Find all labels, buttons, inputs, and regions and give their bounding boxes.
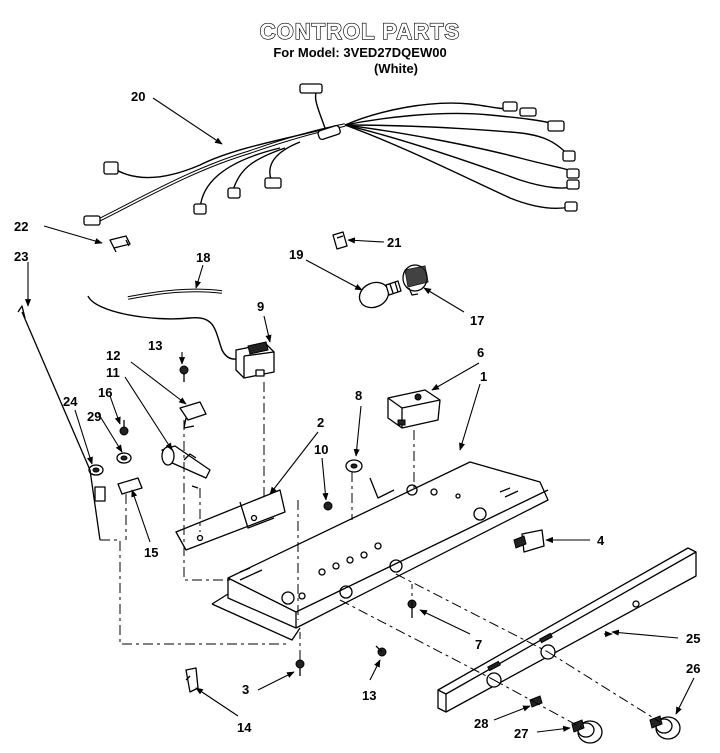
callout-7: 7: [475, 637, 482, 652]
callout-13-upper: 13: [148, 338, 162, 353]
callout-14: 14: [237, 720, 252, 735]
callout-24: 24: [63, 394, 78, 409]
insulating-tube-part-18: [127, 288, 223, 300]
callout-19: 19: [289, 247, 303, 262]
screw-part-13-lower: [375, 645, 387, 657]
callout-28: 28: [474, 716, 488, 731]
callout-17: 17: [470, 313, 484, 328]
rod-bracket-part-15: [117, 477, 143, 495]
light-bulb-part-19: [358, 280, 402, 309]
control-housing-part-1: [211, 461, 549, 641]
callout-20: 20: [131, 89, 145, 104]
callout-1: 1: [480, 369, 487, 384]
callout-22: 22: [14, 219, 28, 234]
washer-part-24: [88, 464, 104, 476]
callout-6: 6: [477, 345, 484, 360]
light-socket-part-17: [402, 264, 429, 296]
callout-10: 10: [314, 442, 328, 457]
callout-13-lower: 13: [362, 688, 376, 703]
callout-8: 8: [355, 388, 362, 403]
screw-part-10: [323, 501, 333, 511]
wire-harness-part-20: [83, 83, 580, 226]
leader-lines: [24, 97, 695, 733]
knob-part-27: [571, 719, 603, 744]
callout-3: 3: [242, 682, 249, 697]
callout-2: 2: [317, 415, 324, 430]
harness-clip-part-22: [109, 235, 131, 253]
control-shaft-part-11: [161, 445, 211, 489]
socket-clip-part-21: [332, 231, 348, 250]
clip-part-28: [529, 695, 543, 708]
callout-11: 11: [106, 365, 120, 380]
clip-part-4: [513, 529, 545, 553]
grommet-part-8: [345, 459, 363, 473]
callout-12: 12: [106, 348, 120, 363]
callout-18: 18: [196, 250, 210, 265]
callout-27: 27: [514, 726, 528, 741]
callout-26: 26: [686, 661, 700, 676]
callout-21: 21: [387, 235, 401, 250]
screw-part-16: [119, 420, 129, 436]
callout-23: 23: [14, 249, 28, 264]
control-rod-part-23: [17, 305, 106, 541]
temperature-control-part-9: [87, 295, 275, 379]
model-line: For Model: 3VED27DQEW00: [273, 45, 446, 60]
control-panel-part-25: [437, 547, 697, 713]
mounting-plate-part-2: [175, 489, 286, 551]
callout-4: 4: [597, 533, 605, 548]
damper-control-part-6: [387, 389, 441, 429]
washer-part-29: [116, 452, 132, 464]
callout-labels: 20 22 23 21 19 18 17 9 13 12 11 16 24 29…: [14, 89, 700, 741]
screw-part-3: [295, 659, 305, 676]
color-line: (White): [374, 61, 418, 76]
callout-29: 29: [87, 409, 101, 424]
callout-9: 9: [257, 299, 264, 314]
callout-15: 15: [144, 545, 158, 560]
callout-25: 25: [686, 631, 700, 646]
assembly-lines: [100, 382, 661, 729]
diagram-title: CONTROL PARTS: [260, 19, 460, 44]
knob-part-26: [649, 715, 681, 740]
screw-part-13-upper: [179, 365, 189, 382]
callout-16: 16: [98, 385, 112, 400]
